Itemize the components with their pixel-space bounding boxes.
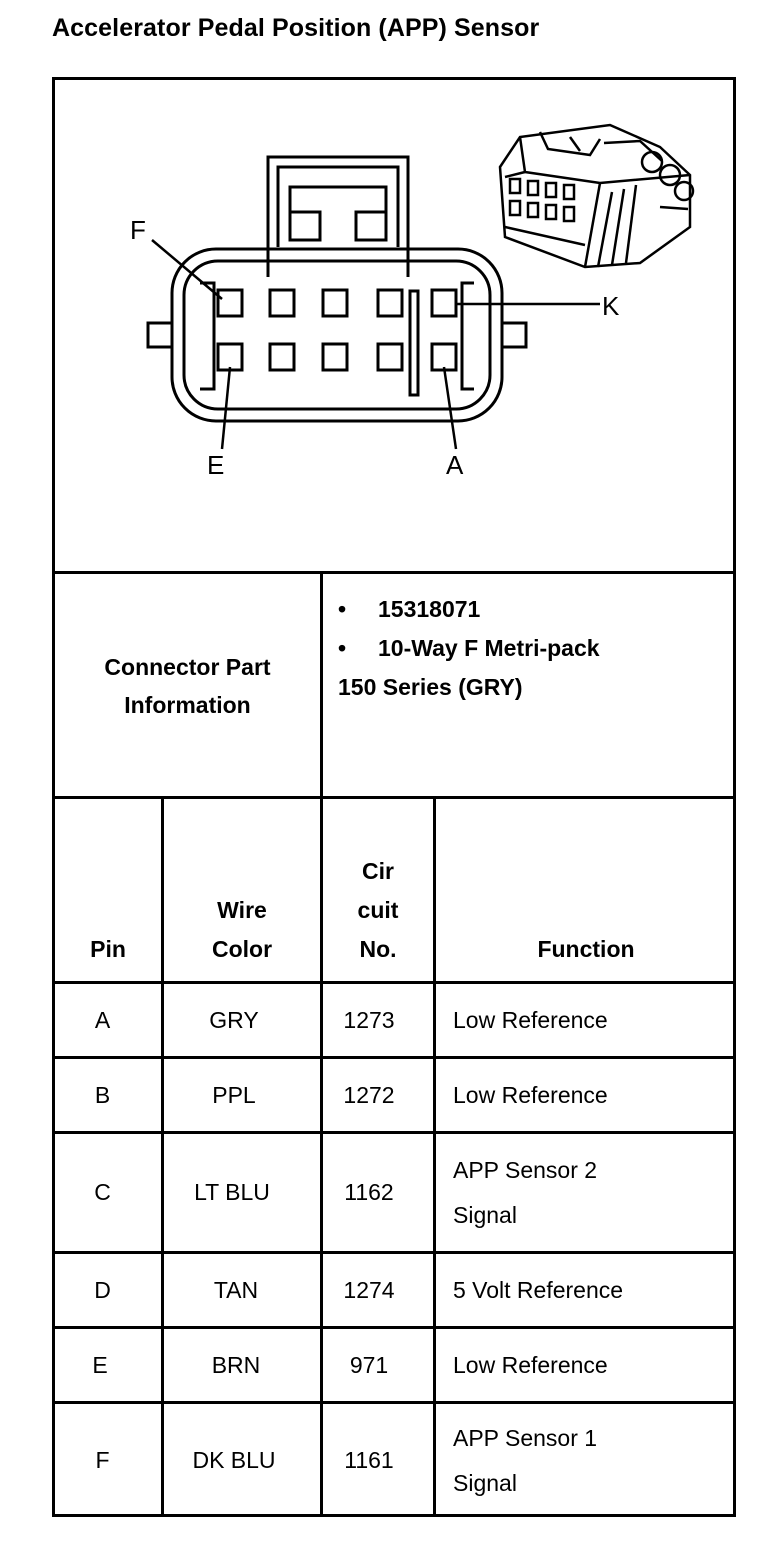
cell-function: Low Reference	[453, 1006, 608, 1033]
cell-wire-color: GRY	[209, 1006, 259, 1033]
cell-pin: C	[94, 1179, 111, 1205]
cell-pin: A	[94, 1006, 111, 1033]
divider	[52, 1401, 736, 1404]
connector-info-list: • 15318071 • 10-Way F Metri-pack 150 Serie…	[338, 590, 600, 707]
pin-cavity	[216, 288, 244, 318]
divider	[52, 981, 736, 984]
connector-info-label-line: Connector Part	[104, 654, 271, 680]
divider	[52, 1131, 736, 1134]
cell-wire-color: TAN	[213, 1276, 259, 1303]
cell-pin: B	[94, 1081, 111, 1108]
header-function: Function	[537, 936, 635, 962]
cell-pin: D	[94, 1276, 111, 1303]
pin-label-f: F	[130, 215, 146, 245]
cell-wire-color: PPL	[212, 1081, 256, 1108]
divider	[52, 571, 736, 574]
pin-cavity	[376, 342, 404, 372]
cell-function: APP Sensor 1 Signal	[453, 1424, 598, 1496]
connector-info-label: Connector Part Information	[55, 575, 320, 797]
cell-wire-color: LT BLU	[194, 1179, 270, 1205]
pin-cavity	[321, 342, 349, 372]
divider	[433, 796, 436, 1517]
cell-pin: F	[95, 1447, 110, 1473]
connector-face-diagram: F K E A	[130, 123, 695, 480]
cell-circuit: 971	[349, 1351, 389, 1378]
pin-cavity	[376, 288, 404, 318]
pin-cavity	[321, 288, 349, 318]
divider	[320, 571, 323, 1517]
pin-cavity	[268, 342, 296, 372]
cell-circuit: 1161	[344, 1447, 394, 1473]
pin-cavity	[216, 342, 244, 372]
divider	[161, 796, 164, 1517]
connector-isometric-picture	[498, 123, 695, 269]
page-title: Accelerator Pedal Position (APP) Sensor	[52, 14, 540, 42]
cell-circuit: 1273	[343, 1006, 395, 1033]
cell-function: Low Reference	[453, 1081, 608, 1108]
header-pin: Pin	[90, 936, 126, 962]
divider	[52, 1251, 736, 1254]
header-circuit-no: Cir cuit No.	[357, 858, 399, 962]
cell-function: Low Reference	[453, 1351, 608, 1378]
bullet: •	[338, 596, 347, 622]
connector-info-label-line: Information	[124, 692, 251, 718]
cell-wire-color: DK BLU	[192, 1447, 276, 1473]
connector-info-item: • 10-Way F Metri-pack	[338, 629, 600, 668]
pin-label-e: E	[207, 450, 224, 480]
cell-circuit: 1274	[343, 1276, 395, 1303]
part-number: 15318071	[378, 596, 481, 622]
connector-info-item: • 15318071	[338, 590, 600, 629]
cell-function: APP Sensor 2 Signal	[453, 1156, 598, 1228]
divider	[52, 796, 736, 799]
pin-cavity	[430, 288, 458, 318]
divider	[52, 1326, 736, 1329]
connector-series: 150 Series (GRY)	[338, 674, 523, 700]
cell-function: 5 Volt Reference	[453, 1276, 624, 1303]
cell-wire-color: BRN	[211, 1351, 261, 1378]
divider	[52, 1056, 736, 1059]
pin-label-k: K	[602, 291, 620, 321]
pin-cavity	[430, 342, 458, 372]
connector-type: 10-Way F Metri-pack	[378, 635, 600, 661]
cell-circuit: 1272	[343, 1081, 395, 1108]
cell-pin: E	[92, 1351, 108, 1378]
cell-circuit: 1162	[344, 1179, 394, 1205]
pin-label-a: A	[446, 450, 464, 480]
pin-cavity	[268, 288, 296, 318]
bullet: •	[338, 635, 347, 661]
header-wire-color: Wire Color	[211, 897, 273, 962]
